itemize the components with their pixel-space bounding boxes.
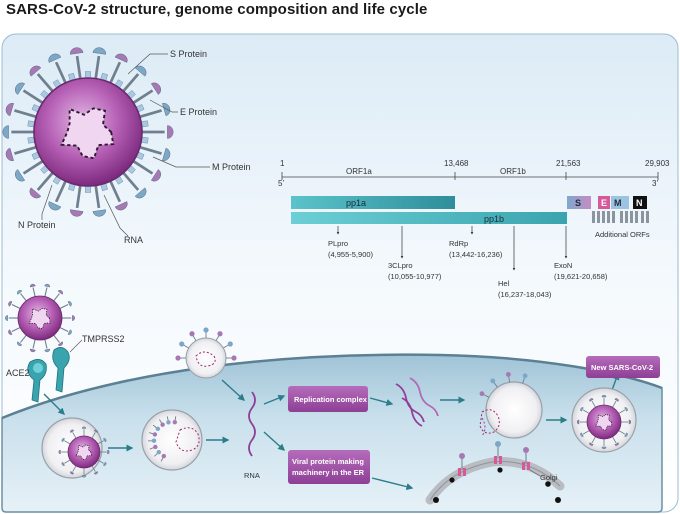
- virion-label-lines: [41, 53, 210, 237]
- replication-complex-box: [288, 386, 368, 412]
- viral-protein-box: [288, 450, 370, 484]
- golgi-label: Golgi: [540, 473, 558, 482]
- lifecycle-arrows: [43, 372, 620, 491]
- 3clpro-label: 3CLpro: [388, 261, 413, 270]
- er-proteins: [458, 441, 530, 476]
- viral-protein-label-line1: Viral protein making: [292, 457, 364, 466]
- genome-pos-end: 29,903: [645, 159, 670, 168]
- additional-orfs-label: Additional ORFs: [595, 230, 650, 239]
- gene-e-box: [598, 196, 610, 209]
- assembly-spikes: [479, 372, 528, 398]
- gene-m-box: [611, 196, 629, 209]
- hel-label: Hel: [498, 279, 510, 288]
- gene-s-box: [567, 196, 591, 209]
- viral-protein-label-line2: machinery in the ER: [292, 468, 365, 477]
- additional-orfs-bars: [592, 211, 649, 223]
- replication-complex-label: Replication complex: [294, 395, 368, 404]
- e-protein-label: E Protein: [180, 107, 217, 117]
- endosome-2: [141, 409, 203, 471]
- 3clpro-range: (10,055-10,977): [388, 272, 442, 281]
- exon-range: (19,621-20,658): [554, 272, 608, 281]
- tmprss2-receptor: [52, 347, 70, 393]
- assembly-dashed-rna: [479, 409, 500, 434]
- orf1b-label: ORF1b: [500, 167, 526, 176]
- budding-virion-top: [175, 327, 237, 379]
- rna-label: RNA: [124, 235, 143, 245]
- pp1b-bar: [291, 212, 567, 224]
- ace2-label: ACE2: [6, 368, 30, 378]
- genome-map: 1 13,468 21,563 29,903 ORF1a ORF1b 5’ 3’…: [278, 159, 670, 299]
- tmprss2-label: TMPRSS2: [82, 334, 125, 344]
- n-protein-label: N Protein: [18, 220, 56, 230]
- incoming-virion: [5, 283, 75, 353]
- ace2-receptor: [27, 359, 47, 403]
- gene-s-label: S: [575, 198, 581, 208]
- gene-n-label: N: [636, 198, 643, 208]
- pp1a-bar: [291, 196, 455, 209]
- s-protein-label: S Protein: [170, 49, 207, 59]
- rna-strand: [248, 391, 256, 457]
- rdrp-label: RdRp: [449, 239, 468, 248]
- replicated-rna: [395, 377, 439, 427]
- gene-m-label: M: [614, 198, 622, 208]
- figure-title: SARS-CoV-2 structure, genome composition…: [6, 1, 428, 18]
- new-sars-cov-2-label: New SARS-CoV-2: [591, 363, 653, 372]
- golgi-er: [425, 457, 565, 505]
- endosome-2-uncoating: [148, 416, 200, 462]
- large-virion: [2, 47, 174, 217]
- m-protein-label: M Protein: [212, 162, 251, 172]
- genome-pos-orf1a-end: 13,468: [444, 159, 469, 168]
- assembly-vesicle: [481, 381, 543, 439]
- gene-n-box: [633, 196, 647, 209]
- plpro-label: PLpro: [328, 239, 348, 248]
- enzyme-pointers: [336, 226, 568, 271]
- hel-range: (16,237-18,043): [498, 290, 552, 299]
- endosome-1-virion: [58, 426, 110, 478]
- new-sars-cov-2-box: [586, 356, 660, 378]
- genome-pos-start: 1: [280, 159, 285, 168]
- exon-label: ExoN: [554, 261, 572, 270]
- rdrp-range: (13,442-16,236): [449, 250, 503, 259]
- new-virion: [576, 394, 632, 450]
- genome-pos-orf1b-end: 21,563: [556, 159, 581, 168]
- rna-lifecycle-label: RNA: [244, 471, 260, 480]
- pp1b-label: pp1b: [484, 214, 504, 224]
- pp1a-label: pp1a: [346, 198, 366, 208]
- gene-e-label: E: [601, 198, 607, 208]
- three-prime-label: 3’: [652, 179, 658, 188]
- plpro-range: (4,955-5,900): [328, 250, 374, 259]
- orf1a-label: ORF1a: [346, 167, 372, 176]
- five-prime-label: 5’: [278, 179, 284, 188]
